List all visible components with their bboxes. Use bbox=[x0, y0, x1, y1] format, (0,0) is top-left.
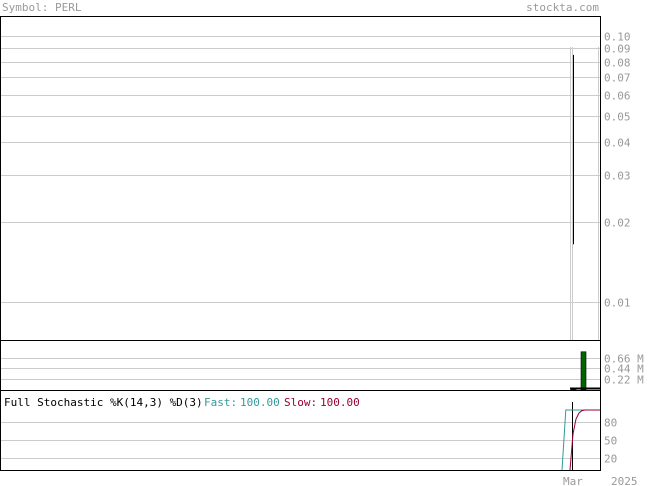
site-label: stockta.com bbox=[526, 1, 599, 14]
volume-panel-frame bbox=[0, 340, 601, 391]
stochastic-tick-label: 50 bbox=[604, 435, 617, 448]
stochastic-title: Full Stochastic %K(14,3) %D(3) bbox=[4, 396, 203, 409]
price-tick-label: 0.07 bbox=[604, 72, 631, 85]
price-tick-label: 0.08 bbox=[604, 57, 631, 70]
stochastic-gridlines bbox=[1, 402, 600, 470]
volume-bar bbox=[580, 351, 587, 391]
fast-legend-label: Fast: bbox=[204, 396, 237, 409]
price-tick-label: 0.04 bbox=[604, 137, 631, 150]
price-panel: 0.100.090.08 0.07 0.06 0.05 0.04 0.03 0.02 0.01 bbox=[0, 16, 631, 341]
price-tick-label: 0.06 bbox=[604, 90, 631, 103]
stochastic-axis-labels: 80 50 20 bbox=[604, 417, 617, 466]
x-tick-month: Mar bbox=[563, 475, 583, 486]
stochastic-panel-frame bbox=[0, 390, 601, 471]
stochastic-lines bbox=[561, 409, 600, 471]
volume-tick-label: 0.44 M bbox=[604, 363, 644, 376]
price-gridlines bbox=[1, 36, 600, 340]
price-axis-labels: 0.100.090.08 0.07 0.06 0.05 0.04 0.03 0.02 0.01 bbox=[604, 31, 631, 310]
x-tick-year: 2025 bbox=[611, 475, 638, 486]
price-tick-label: 0.09 bbox=[604, 43, 631, 56]
price-tick-label: 0.10 bbox=[604, 31, 631, 44]
price-tick-label: 0.03 bbox=[604, 170, 631, 183]
slow-legend-value: 100.00 bbox=[320, 396, 360, 409]
symbol-label: Symbol: PERL bbox=[2, 1, 82, 14]
stochastic-panel: 80 50 20 Full Stochastic %K(14,3) %D(3) Fa… bbox=[0, 390, 617, 471]
stochastic-slow-line bbox=[569, 409, 600, 471]
stochastic-tick-label: 80 bbox=[604, 417, 617, 430]
price-panel-frame bbox=[0, 16, 601, 341]
price-tick-label: 0.05 bbox=[604, 111, 631, 124]
volume-tick-label: 0.22 M bbox=[604, 374, 644, 387]
price-tick-label: 0.02 bbox=[604, 217, 631, 230]
volume-tick-label: 0.66 M bbox=[604, 353, 644, 366]
fast-legend-value: 100.00 bbox=[240, 396, 280, 409]
volume-gridlines bbox=[1, 358, 600, 380]
price-tick-label: 0.01 bbox=[604, 297, 631, 310]
volume-axis-labels: 0.66 M0.44 M0.22 M bbox=[604, 353, 644, 387]
stochastic-tick-label: 20 bbox=[604, 453, 617, 466]
volume-panel: 0.66 M0.44 M0.22 M bbox=[0, 340, 644, 391]
volume-bars bbox=[570, 351, 600, 391]
slow-legend-label: Slow: bbox=[284, 396, 317, 409]
